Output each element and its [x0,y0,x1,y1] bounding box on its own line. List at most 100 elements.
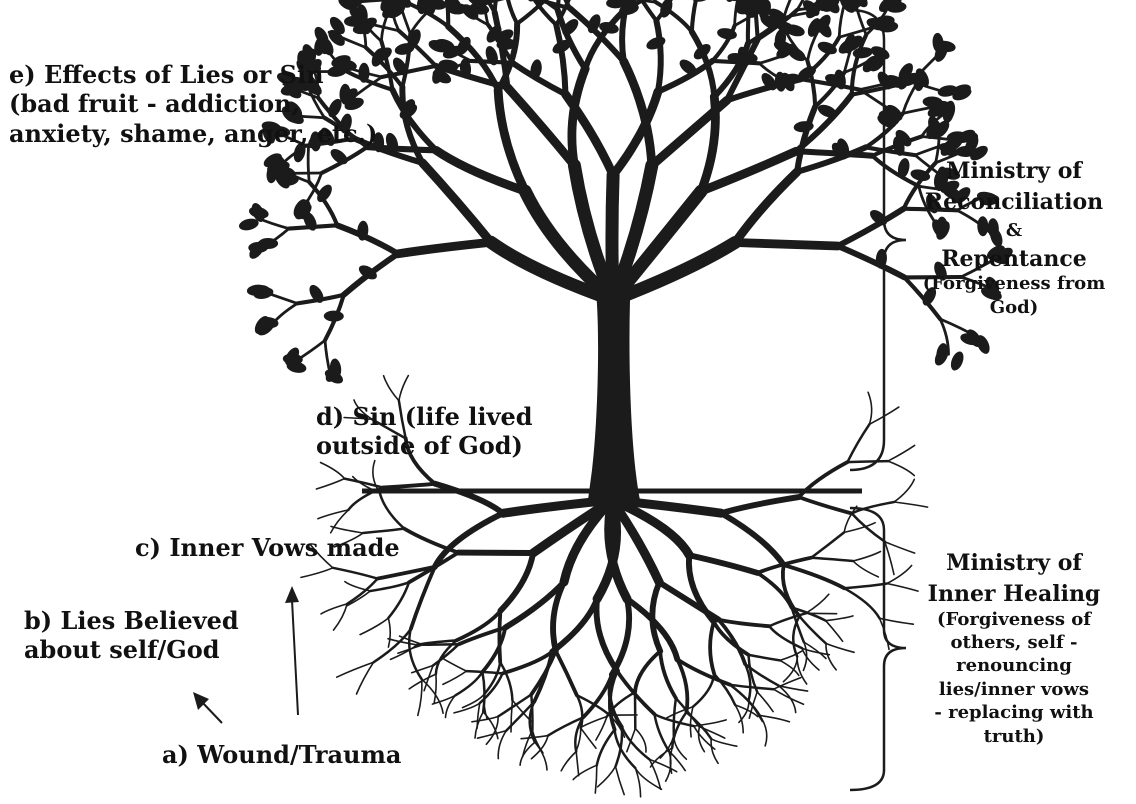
root [811,558,853,561]
leaf [948,350,966,373]
root [500,553,533,611]
root [710,622,714,674]
branch [325,340,330,374]
root [409,553,458,583]
root [583,675,612,718]
root [757,692,773,712]
root [573,765,597,779]
root [520,742,535,765]
root [848,461,888,462]
root [894,502,928,507]
ministry-top-sub-2: God) [900,296,1128,319]
ministry-bottom-sub-3: renouncing [905,654,1123,677]
root [711,739,737,746]
branch [612,175,613,300]
label-d-line-2: outside of God) [316,431,533,460]
root [576,752,579,776]
root [799,497,852,513]
root [561,752,576,771]
root [316,479,344,489]
root [360,618,388,635]
label-e-line-3: anxiety, shame, anger, etc.) [9,119,377,148]
branch [308,147,309,182]
root [552,599,597,652]
root [482,672,484,712]
root [885,542,894,575]
ministry-inner-healing: Ministry of Inner Healing (Forgiveness o… [905,550,1123,748]
root [719,620,770,627]
root [380,493,404,529]
root [769,626,802,648]
ministry-top-title-2: Reconciliation [900,189,1128,216]
branch [506,0,517,24]
label-c-inner-vows: c) Inner Vows made [135,533,400,562]
root [422,679,443,713]
ministry-bottom-title-2: Inner Healing [905,581,1123,608]
root [806,594,829,613]
root [660,651,676,698]
label-b-lies: b) Lies Believed about self/God [24,606,239,665]
ministry-top-sub-1: (Forgiveness from [900,272,1128,295]
label-a-text: a) Wound/Trauma [162,740,401,769]
root [760,715,790,721]
root [853,552,880,562]
root [556,651,577,695]
root [711,739,718,763]
label-a-wound: a) Wound/Trauma [162,740,401,769]
root [853,561,878,577]
root [739,700,749,722]
root [595,765,597,793]
root [888,461,914,476]
root [418,679,422,715]
root [735,705,743,733]
arrow-up-icon [285,586,299,715]
root [844,588,879,618]
ministry-bottom-sub-4: lies/inner vows [905,678,1123,701]
arrow-diagonal-icon [193,692,222,723]
root [384,376,399,401]
root [321,463,345,479]
root [383,484,435,488]
root [435,484,503,514]
branch [656,21,660,92]
root [374,629,411,662]
root [826,621,843,642]
label-b-line-1: b) Lies Believed [24,606,239,635]
leaf [258,238,278,249]
label-d-sin: d) Sin (life lived outside of God) [316,402,533,461]
root [689,555,757,573]
root [486,717,498,745]
root [301,568,333,578]
label-d-line-1: d) Sin (life lived [316,402,533,431]
root [444,659,466,671]
root [749,655,780,661]
ministry-bottom-sub-2: others, self - [905,631,1123,654]
root [793,616,799,656]
branch [692,0,701,32]
root [803,642,806,670]
root [848,424,870,462]
branch [735,243,838,247]
root [826,644,854,653]
root [333,568,378,579]
root [347,591,370,606]
branch [838,246,905,277]
root [690,707,692,737]
root [714,674,735,705]
ministry-top-title-1: Ministry of [900,158,1128,185]
bracket-bottom-icon [850,508,906,790]
root [674,736,687,760]
root [700,727,725,738]
branch [735,172,797,243]
root [399,376,408,401]
root [627,729,636,752]
root [472,717,498,722]
ministry-top-title-3: & [900,220,1128,242]
root [888,445,915,461]
root [721,513,784,565]
root [345,582,370,591]
root [370,582,409,591]
root [331,526,363,533]
root [443,671,467,684]
label-c-text: c) Inner Vows made [135,533,400,562]
